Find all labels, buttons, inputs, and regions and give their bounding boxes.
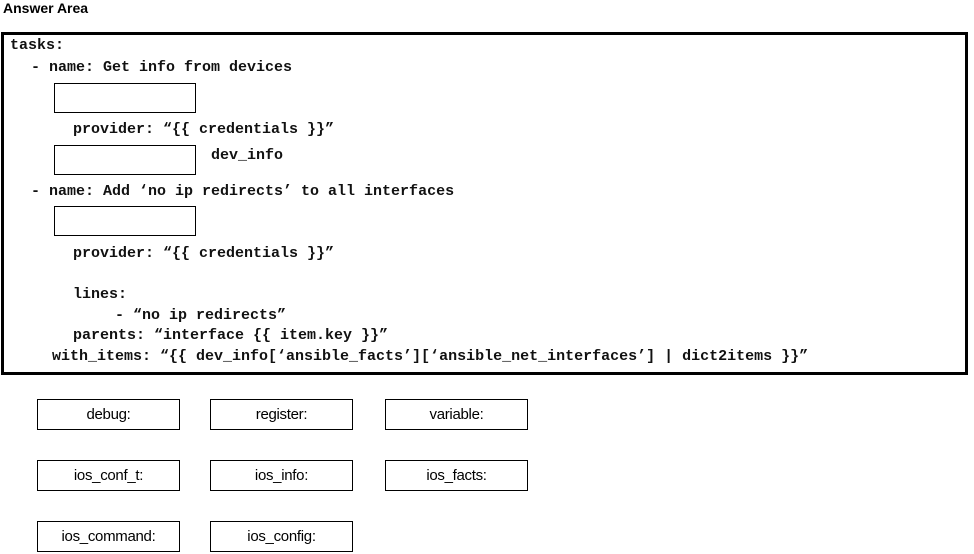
drop-target-1[interactable] <box>54 83 196 113</box>
option-ios-facts[interactable]: ios_facts: <box>385 460 528 491</box>
option-ios-command[interactable]: ios_command: <box>37 521 180 552</box>
code-line-tasks: tasks: <box>10 37 65 54</box>
code-line-task2-name: - name: Add ‘no ip redirects’ to all int… <box>31 183 455 200</box>
option-ios-config[interactable]: ios_config: <box>210 521 353 552</box>
drop-target-3[interactable] <box>54 206 196 236</box>
code-line-lines-item: - “no ip redirects” <box>115 307 287 324</box>
answer-area <box>1 32 968 375</box>
option-ios-info[interactable]: ios_info: <box>210 460 353 491</box>
code-line-with-items: with_items: “{{ dev_info[‘ansible_facts’… <box>52 348 809 365</box>
option-debug[interactable]: debug: <box>37 399 180 430</box>
code-line-task2-provider: provider: “{{ credentials }}” <box>73 245 335 262</box>
option-variable[interactable]: variable: <box>385 399 528 430</box>
option-register[interactable]: register: <box>210 399 353 430</box>
answer-area-title: Answer Area <box>3 0 89 16</box>
drop-target-2[interactable] <box>54 145 196 175</box>
option-ios-conf-t[interactable]: ios_conf_t: <box>37 460 180 491</box>
code-line-task1-name: - name: Get info from devices <box>31 59 293 76</box>
code-line-task1-register-var: dev_info <box>211 147 284 164</box>
code-line-task1-provider: provider: “{{ credentials }}” <box>73 121 335 138</box>
code-line-parents: parents: “interface {{ item.key }}” <box>73 327 389 344</box>
code-line-lines: lines: <box>73 286 128 303</box>
